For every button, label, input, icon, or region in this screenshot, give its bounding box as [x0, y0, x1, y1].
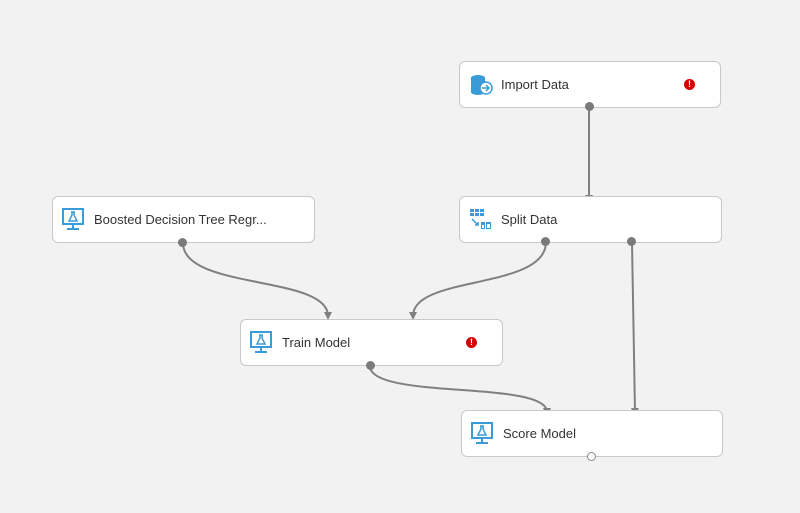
output-port-split-data-right[interactable] — [627, 237, 636, 246]
module-import-data[interactable]: Import Data ! — [459, 61, 721, 108]
module-boosted-decision-tree[interactable]: Boosted Decision Tree Regr... — [52, 196, 315, 243]
module-split-data[interactable]: Split Data — [459, 196, 722, 243]
flask-monitor-icon — [62, 208, 84, 230]
module-score-model[interactable]: Score Model — [461, 410, 723, 457]
split-data-icon — [470, 209, 491, 229]
module-label: Boosted Decision Tree Regr... — [94, 212, 267, 227]
error-icon[interactable]: ! — [684, 79, 695, 90]
database-import-icon — [471, 75, 493, 95]
output-port-split-data-left[interactable] — [541, 237, 550, 246]
module-train-model[interactable]: Train Model ! — [240, 319, 503, 366]
module-label: Import Data — [501, 77, 569, 92]
flask-monitor-icon — [250, 331, 272, 353]
output-port-import-data[interactable] — [585, 102, 594, 111]
error-icon[interactable]: ! — [466, 337, 477, 348]
output-port-score-model[interactable] — [587, 452, 596, 461]
connection-split-to-score[interactable] — [630, 241, 639, 416]
connection-boosted-to-train[interactable] — [182, 242, 332, 320]
module-label: Train Model — [282, 335, 351, 350]
connection-train-to-score[interactable] — [369, 365, 551, 416]
connection-split-to-train[interactable] — [409, 241, 547, 320]
module-label: Score Model — [503, 426, 576, 441]
module-label: Split Data — [501, 212, 558, 227]
flask-monitor-icon — [471, 422, 493, 444]
output-port-train-model[interactable] — [366, 361, 375, 370]
output-port-boosted-decision-tree[interactable] — [178, 238, 187, 247]
